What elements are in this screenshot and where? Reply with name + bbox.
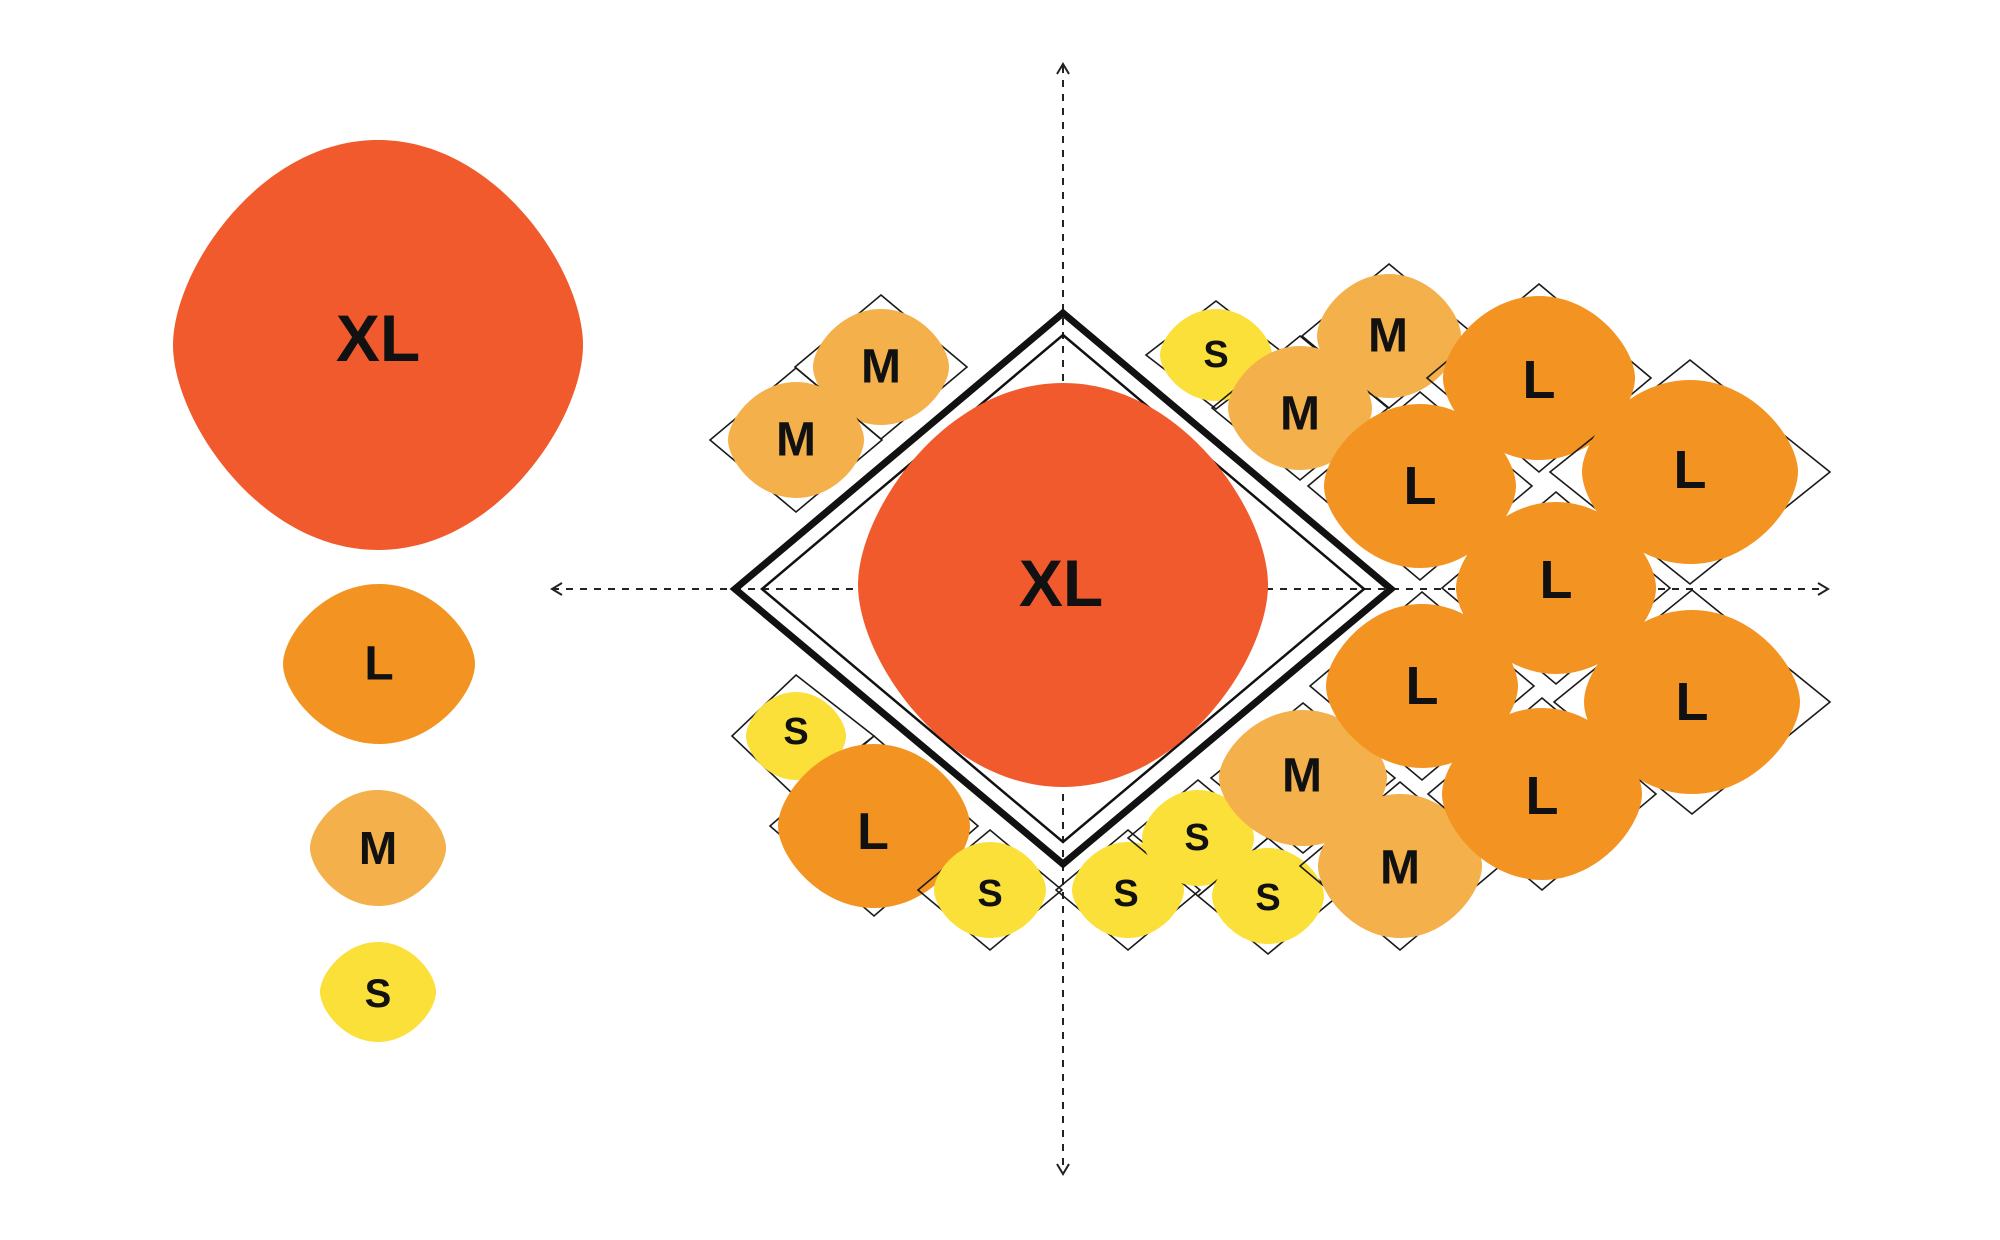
tile-l-right-5: L — [1308, 590, 1536, 782]
tile-m-top-right-lower: M — [1210, 334, 1390, 482]
tile-l-right-2: L — [1306, 390, 1534, 582]
tile-label: S — [1203, 334, 1228, 376]
tile-shape-s — [1212, 848, 1324, 944]
tile-label: L — [857, 803, 889, 861]
axis-arrow-right-icon — [1817, 582, 1830, 596]
size-legend: XL L M S — [173, 140, 583, 1042]
tile-m-top-left-upper: M — [793, 293, 969, 441]
tile-shape-m — [1219, 710, 1387, 846]
legend-item-s: S — [320, 942, 436, 1042]
tile-label: M — [1280, 388, 1320, 441]
tile-label: L — [1404, 456, 1437, 516]
tile-shape-l — [1456, 502, 1656, 674]
tile-shape-s — [1142, 790, 1254, 886]
tile-l-right-4: L — [1440, 490, 1672, 686]
tile-shape-m — [813, 309, 949, 425]
center-inner-diamond — [760, 333, 1366, 844]
axis-arrow-left-icon — [550, 582, 563, 596]
tile-l-right-1: L — [1425, 282, 1653, 474]
tile-m-top-right-upper: M — [1300, 262, 1478, 410]
tile-label: S — [1255, 877, 1280, 919]
legend-shape-s — [320, 942, 436, 1042]
tile-label: S — [1184, 817, 1209, 859]
tile-label: M — [776, 414, 816, 467]
tile-m-bottom-right-lower: M — [1298, 780, 1502, 952]
tile-shape-l — [1324, 404, 1516, 568]
tile-label: L — [1406, 656, 1439, 716]
legend-shape-m — [310, 790, 446, 906]
tile-shape-m — [1228, 346, 1372, 470]
tile-label: S — [977, 873, 1002, 915]
tile-shape-l — [1584, 610, 1800, 794]
tile-shape-l — [1582, 380, 1798, 564]
center-xl-label: XL — [1019, 546, 1103, 620]
center-xl-shape — [858, 383, 1268, 787]
tile-shape-m — [728, 382, 864, 498]
legend-item-xl: XL — [173, 140, 583, 550]
tile-s-bottom-right-lower: S — [1196, 836, 1340, 956]
tile-label: M — [1368, 310, 1408, 363]
legend-label-l: L — [364, 638, 393, 691]
tile-shape-l — [1443, 296, 1635, 460]
tile-label: L — [1523, 350, 1556, 410]
tile-shape-s — [746, 692, 846, 780]
axis-arrow-down-icon — [1056, 1163, 1070, 1176]
tile-s-bottom-center-left: S — [916, 828, 1064, 952]
legend-label-s: S — [365, 972, 392, 1016]
center-frame: XL — [729, 308, 1397, 869]
tile-shape-l — [1442, 708, 1642, 880]
tile-s-bottom-right-upper: S — [1126, 778, 1270, 898]
tile-l-bottom-left: L — [768, 734, 980, 918]
tile-grid: M M S L S S S — [708, 262, 1832, 956]
tile-label: L — [1540, 550, 1573, 610]
tile-label: M — [861, 341, 901, 394]
tile-label: M — [1380, 842, 1420, 895]
legend-shape-l — [283, 584, 475, 744]
tile-label: L — [1676, 672, 1709, 732]
tile-shape-l — [778, 744, 970, 908]
legend-item-m: M — [310, 790, 446, 906]
tile-label: S — [1113, 873, 1138, 915]
tile-shape-m — [1318, 794, 1482, 938]
center-outer-diamond — [729, 308, 1397, 869]
legend-label-xl: XL — [336, 301, 420, 375]
tile-label: L — [1674, 440, 1707, 500]
tile-l-right-3: L — [1548, 358, 1832, 586]
legend-item-l: L — [283, 584, 475, 744]
tile-label: L — [1526, 766, 1559, 826]
axis-arrow-up-icon — [1056, 62, 1070, 75]
tile-m-top-left-lower: M — [708, 366, 884, 514]
tile-shape-m — [1317, 274, 1461, 398]
legend-label-m: M — [359, 822, 397, 874]
tile-m-bottom-right-upper: M — [1209, 701, 1397, 855]
tile-shape-l — [1326, 604, 1518, 768]
tile-l-right-7: L — [1426, 696, 1658, 892]
tile-label: M — [1282, 750, 1322, 803]
tile-label: S — [783, 711, 808, 753]
tile-shape-s — [934, 842, 1046, 938]
legend-shape-xl — [173, 140, 583, 550]
tile-l-right-6: L — [1552, 588, 1832, 816]
